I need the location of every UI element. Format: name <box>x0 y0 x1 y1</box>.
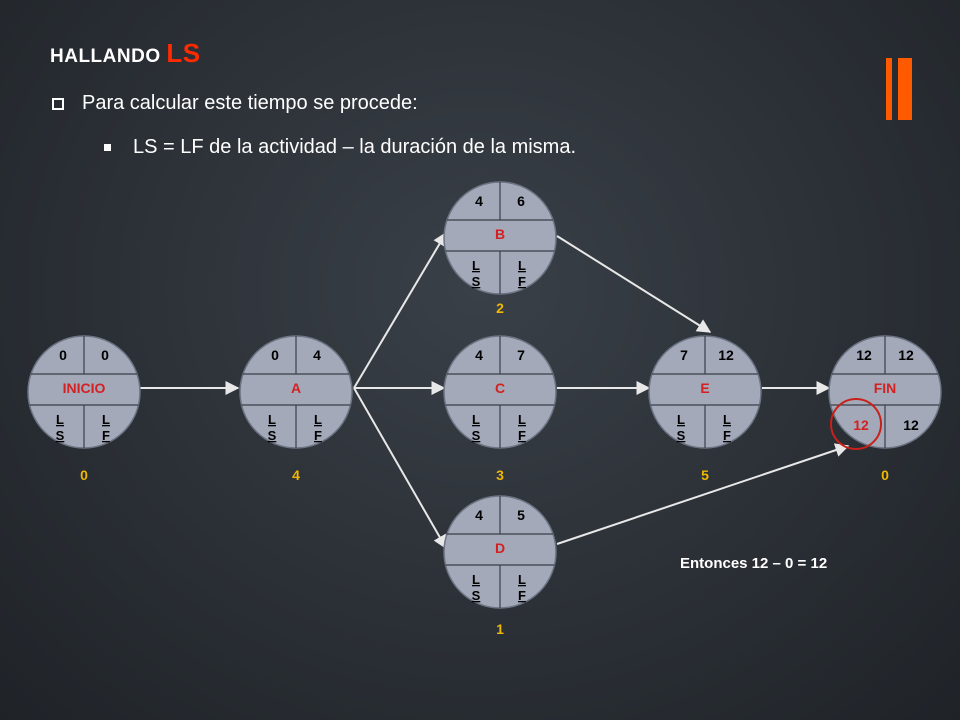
node-e-ef: 12 <box>718 347 734 363</box>
square-bullet-icon <box>104 144 111 151</box>
result-note: Entonces 12 – 0 = 12 <box>680 555 827 572</box>
node-a-es: 0 <box>271 347 279 363</box>
node-b-ef: 6 <box>517 193 525 209</box>
node-inicio-es: 0 <box>59 347 67 363</box>
node-inicio-dividers <box>28 336 140 448</box>
node-c-dividers <box>444 336 556 448</box>
bullet-1-text: Para calcular este tiempo se procede: <box>82 92 418 114</box>
node-c-label: C <box>495 380 505 396</box>
node-b-label: B <box>495 226 505 242</box>
node-e-label: E <box>700 380 709 396</box>
bullet-level-2: LS = LF de la actividad – la duración de… <box>104 136 576 159</box>
node-fin-label: FIN <box>874 380 897 396</box>
node-e-dividers <box>649 336 761 448</box>
node-a-slack: 4 <box>292 467 300 483</box>
extras-layer: Entonces 12 – 0 = 12 <box>680 555 827 572</box>
bullet-level-1: Para calcular este tiempo se procede: <box>52 92 418 115</box>
edge-a-b <box>353 231 447 389</box>
node-d-slack: 1 <box>496 621 504 637</box>
node-c-slack: 3 <box>496 467 504 483</box>
node-a-label: A <box>291 380 301 396</box>
title-highlight: LS <box>166 38 201 68</box>
node-b-slack: 2 <box>496 300 504 316</box>
bullet-2-text: LS = LF de la actividad – la duración de… <box>133 136 577 158</box>
node-c-ef: 7 <box>517 347 525 363</box>
node-d-dividers <box>444 496 556 608</box>
node-a-ef: 4 <box>313 347 321 363</box>
node-b-es: 4 <box>475 193 483 209</box>
slide-title: HALLANDO LS <box>50 38 201 69</box>
node-fin-slack: 0 <box>881 467 889 483</box>
accent-bar-thin <box>886 58 892 120</box>
title-prefix: HALLANDO <box>50 46 167 67</box>
node-d-es: 4 <box>475 507 483 523</box>
node-a-dividers <box>240 336 352 448</box>
edge-a-d <box>353 387 447 550</box>
node-fin-ef: 12 <box>898 347 914 363</box>
node-d-label: D <box>495 540 505 556</box>
node-d-ef: 5 <box>517 507 525 523</box>
node-inicio-ef: 0 <box>101 347 109 363</box>
node-inicio-label: INICIO <box>63 380 106 396</box>
edge-b-e <box>556 235 712 333</box>
accent-bar-thick <box>898 58 912 120</box>
node-e-es: 7 <box>680 347 688 363</box>
edges-layer <box>140 231 850 550</box>
node-fin-lf: 12 <box>903 417 919 433</box>
edge-d-fin <box>556 443 850 545</box>
node-inicio-slack: 0 <box>80 467 88 483</box>
checkbox-bullet-icon <box>52 97 64 110</box>
node-fin-es: 12 <box>856 347 872 363</box>
node-fin-dividers <box>829 336 941 448</box>
node-fin-ls: 12 <box>853 417 869 433</box>
node-e-slack: 5 <box>701 467 709 483</box>
node-c-es: 4 <box>475 347 483 363</box>
node-b-dividers <box>444 182 556 294</box>
highlight-ring <box>830 398 882 450</box>
